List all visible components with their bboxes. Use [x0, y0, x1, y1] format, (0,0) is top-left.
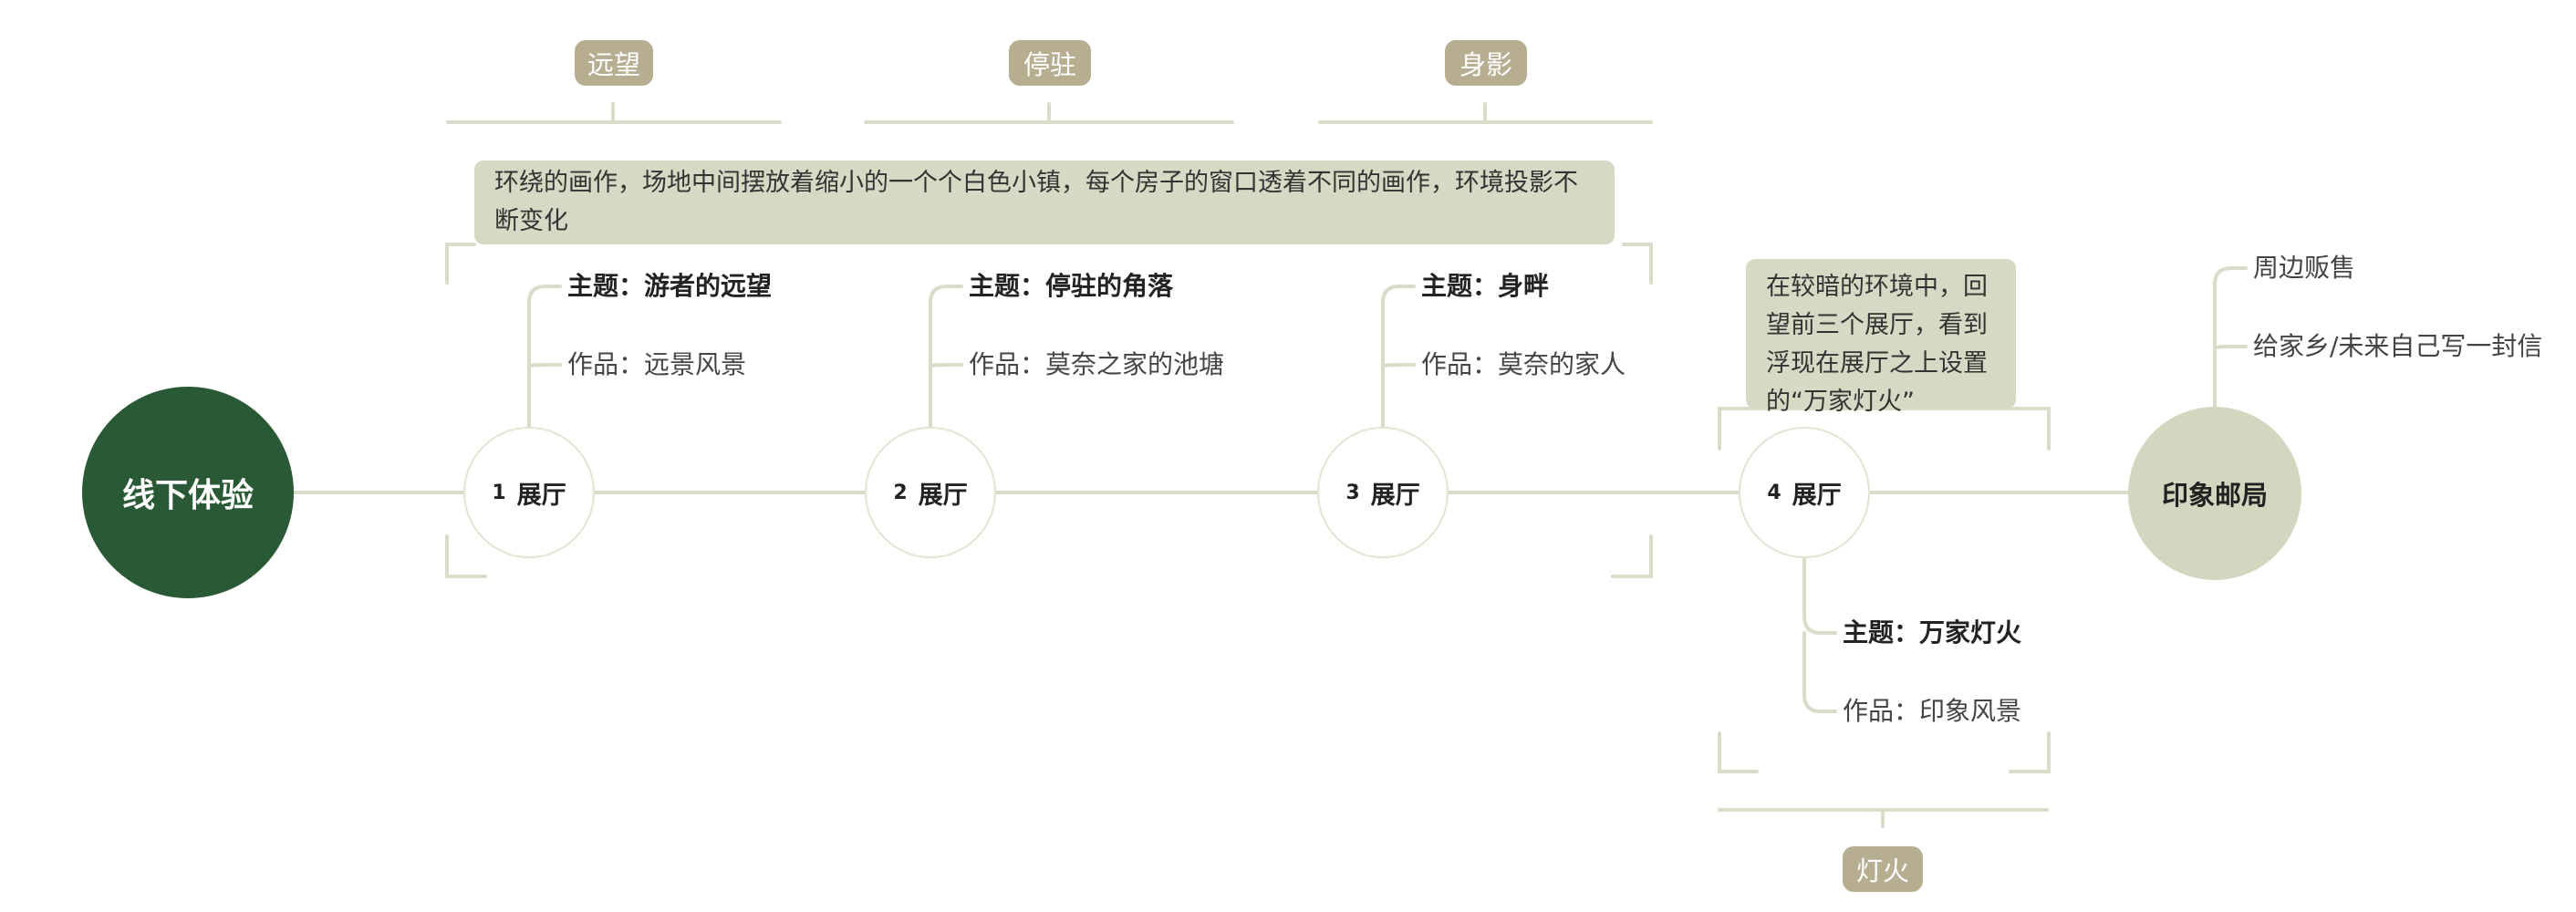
hall-1-node[interactable]: 1 展厅 — [463, 427, 595, 558]
hall-3-theme[interactable]: 主题：身畔 — [1421, 271, 1550, 301]
hall-2-tag[interactable]: 停驻 — [1009, 40, 1091, 86]
halls-1-3-note: 环绕的画作，场地中间摆放着缩小的一个个白色小镇，每个房子的窗口透着不同的画作，环… — [474, 161, 1615, 244]
hall-1-work[interactable]: 作品：远景风景 — [567, 349, 747, 379]
hall-4-theme[interactable]: 主题：万家灯火 — [1843, 617, 2022, 648]
hall-3-number: 3 — [1345, 481, 1360, 504]
hall-4-note: 在较暗的环境中，回望前三个展厅，看到浮现在展厅之上设置的“万家灯火” — [1746, 259, 2016, 416]
hall-1-number: 1 — [492, 481, 506, 504]
hall-4-number: 4 — [1767, 481, 1781, 504]
post-office-item-letter[interactable]: 给家乡/未来自己写一封信 — [2253, 331, 2543, 361]
post-office-item-merch[interactable]: 周边贩售 — [2253, 253, 2356, 283]
hall-2-tag-label: 停驻 — [1023, 49, 1076, 80]
hall-4-label: 展厅 — [1792, 481, 1842, 510]
hall-4-tag-label: 灯火 — [1855, 855, 1909, 886]
hall-2-label: 展厅 — [918, 481, 968, 510]
root-node[interactable]: 线下体验 — [82, 387, 294, 598]
hall-1-tag-label: 远望 — [587, 49, 640, 80]
post-office-node[interactable]: 印象邮局 — [2128, 407, 2301, 580]
hall-2-work[interactable]: 作品：莫奈之家的池塘 — [969, 349, 1225, 379]
hall-4-tag[interactable]: 灯火 — [1843, 846, 1923, 892]
hall-3-label: 展厅 — [1370, 481, 1420, 510]
hall-1-tag[interactable]: 远望 — [575, 40, 653, 86]
hall-3-tag[interactable]: 身影 — [1445, 40, 1527, 86]
hall-3-node[interactable]: 3 展厅 — [1317, 427, 1449, 558]
root-label: 线下体验 — [121, 477, 254, 514]
hall-3-tag-label: 身影 — [1459, 49, 1512, 80]
post-office-label: 印象邮局 — [2161, 480, 2268, 511]
hall-1-theme[interactable]: 主题：游者的远望 — [567, 271, 773, 301]
hall-2-number: 2 — [893, 481, 908, 504]
hall-3-work[interactable]: 作品：莫奈的家人 — [1421, 349, 1626, 379]
hall-2-theme[interactable]: 主题：停驻的角落 — [969, 271, 1174, 301]
hall-4-work[interactable]: 作品：印象风景 — [1843, 696, 2022, 726]
hall-4-node[interactable]: 4 展厅 — [1739, 427, 1870, 558]
hall-1-label: 展厅 — [516, 481, 566, 510]
hall-2-node[interactable]: 2 展厅 — [865, 427, 996, 558]
